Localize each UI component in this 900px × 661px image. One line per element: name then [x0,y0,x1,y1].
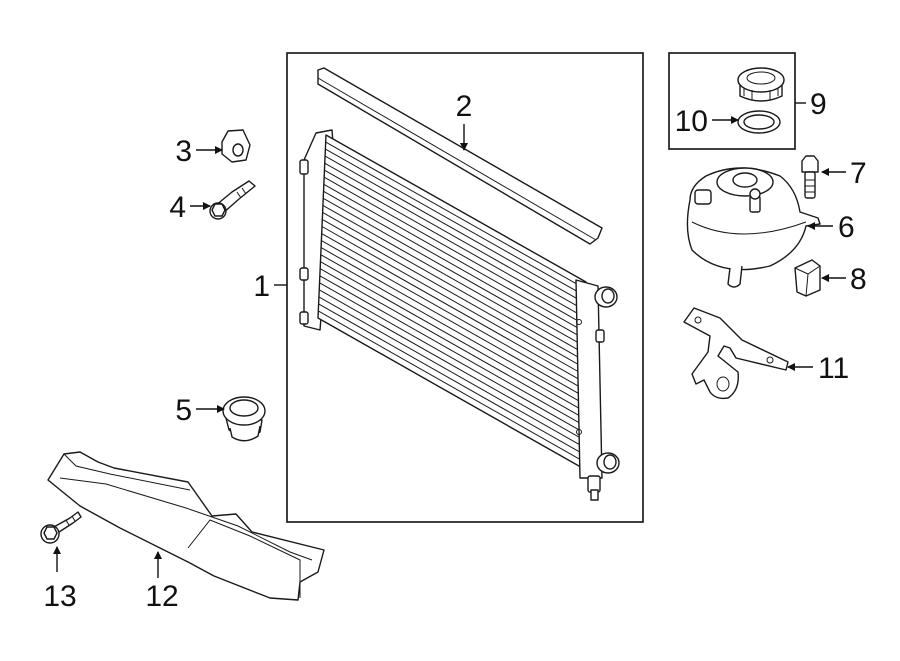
callout-4: 4 [169,191,186,224]
radiator-fin-line [319,275,587,428]
radiator-fin-line [319,282,587,435]
radiator-fin-line [320,254,587,406]
callout-12: 12 [145,580,178,613]
callout-10: 10 [675,105,708,138]
callout-6: 6 [838,211,855,244]
part-8-clip-nut [794,259,821,297]
radiator-fin-line [318,303,587,456]
radiator-fin-line [318,296,587,449]
callout-9: 9 [810,88,827,121]
radiator-fins [318,141,587,464]
callout-2: 2 [456,90,473,123]
part-13-bolt [40,511,82,544]
part-6-expansion-tank [686,167,821,288]
radiator-fin-line [321,226,587,377]
radiator-fin-line [325,148,587,297]
part-5-grommet [222,396,266,442]
radiator-fin-line [324,169,587,319]
radiator-fin-line [322,219,587,370]
callout-labels: 1 2 3 4 5 6 7 8 9 10 11 12 13 [43,88,866,613]
part-9-cap [737,67,785,102]
part-2-seal-strip [317,67,603,245]
radiator-fin-line [323,190,587,341]
part-3-nut [221,129,251,163]
radiator-fin-line [321,233,587,384]
radiator-fin-line [320,261,587,413]
callout-3: 3 [175,135,192,168]
radiator-fin-line [325,141,587,290]
radiator-fin-line [321,240,587,391]
radiator-fin-line [323,183,587,334]
part-1-radiator [299,129,620,501]
callout-11: 11 [818,352,849,385]
radiator-fin-line [322,197,587,348]
radiator-group-frame [286,52,644,523]
part-11-bracket [683,307,789,400]
callout-13: 13 [43,580,76,613]
part-10-seal-ring [737,110,781,134]
radiator-fin-line [318,310,587,464]
cap-group-frame [668,52,796,150]
part-7-bolt [801,155,819,199]
callout-1: 1 [253,270,270,303]
callout-7: 7 [850,157,867,190]
radiator-fin-line [324,155,587,305]
radiator-fin-line [322,204,587,355]
part-12-air-guide [47,451,325,601]
leader-lines [53,102,846,578]
callout-8: 8 [850,263,867,296]
radiator-fin-line [320,247,587,399]
radiator-fin-line [323,176,587,326]
radiator-fin-line [318,289,587,442]
callout-5: 5 [175,394,192,427]
radiator-fin-line [322,211,587,362]
radiator-fin-line [319,268,587,420]
radiator-fin-line [324,162,587,312]
part-4-bolt [209,180,256,220]
